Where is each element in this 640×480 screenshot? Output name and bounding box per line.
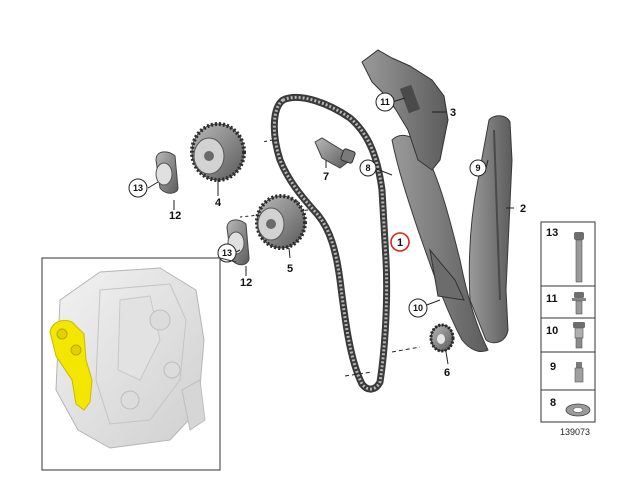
legend-item-10-label: 10	[546, 325, 558, 337]
crankshaft-sprocket[interactable]	[429, 323, 455, 365]
washer-icon	[565, 403, 591, 417]
legend-item-11-label: 11	[546, 293, 558, 305]
callout-12-upper[interactable]: 12	[169, 210, 181, 222]
callout-8[interactable]: 8	[359, 159, 377, 177]
timing-chain[interactable]	[270, 93, 391, 393]
callout-11[interactable]: 11	[375, 92, 395, 112]
callout-8-label: 8	[365, 163, 370, 173]
callout-2[interactable]: 2	[520, 203, 526, 215]
callout-1[interactable]: 1	[390, 232, 410, 252]
vanos-unit-exhaust[interactable]	[255, 194, 307, 259]
upper-guide-rail[interactable]	[361, 49, 449, 171]
legend-item-9-label: 9	[550, 361, 556, 373]
callout-13-lower-label: 13	[222, 248, 232, 258]
callout-3[interactable]: 3	[450, 107, 456, 119]
engine-overview-inset	[41, 257, 221, 471]
callout-4[interactable]: 4	[215, 197, 222, 209]
legend-item-8-label: 8	[550, 397, 556, 409]
legend-item-9[interactable]: 9	[550, 361, 584, 383]
callout-10[interactable]: 10	[408, 298, 428, 318]
callout-9[interactable]: 9	[469, 159, 487, 177]
callout-12-lower[interactable]: 12	[240, 277, 252, 289]
legend-item-11[interactable]: 11	[546, 292, 586, 315]
guide-bolt-icon	[573, 322, 585, 349]
callout-13-upper[interactable]: 13	[128, 178, 148, 198]
chain-tensioner[interactable]	[314, 137, 356, 169]
timing-chain-highlight	[49, 319, 93, 411]
callout-13-lower[interactable]: 13	[217, 243, 237, 263]
inset-connector	[219, 257, 237, 263]
legend-item-13[interactable]: 13	[546, 227, 584, 283]
engine-block-illustration	[55, 267, 206, 449]
alignment-lines	[239, 139, 421, 377]
sensor-wheel-upper[interactable]	[147, 151, 179, 210]
callout-9-label: 9	[475, 163, 480, 173]
callout-7[interactable]: 7	[323, 171, 329, 183]
callout-5[interactable]: 5	[287, 263, 293, 275]
legend-item-10[interactable]: 10	[546, 322, 585, 349]
tensioner-rail[interactable]	[468, 115, 514, 344]
flange-bolt-icon	[572, 292, 586, 315]
callout-1-label: 1	[397, 237, 403, 249]
callout-6[interactable]: 6	[444, 367, 450, 379]
parts-legend: 13 11 10 9	[540, 221, 596, 423]
diagram-id: 139073	[560, 427, 590, 437]
legend-item-8[interactable]: 8	[550, 397, 591, 417]
callout-13-upper-label: 13	[133, 183, 143, 193]
pin-icon	[574, 362, 584, 383]
legend-item-13-label: 13	[546, 227, 558, 239]
long-bolt-icon	[574, 232, 584, 283]
vanos-unit-intake[interactable]	[190, 122, 246, 196]
callout-11-label: 11	[380, 97, 390, 107]
callout-10-label: 10	[413, 303, 423, 313]
